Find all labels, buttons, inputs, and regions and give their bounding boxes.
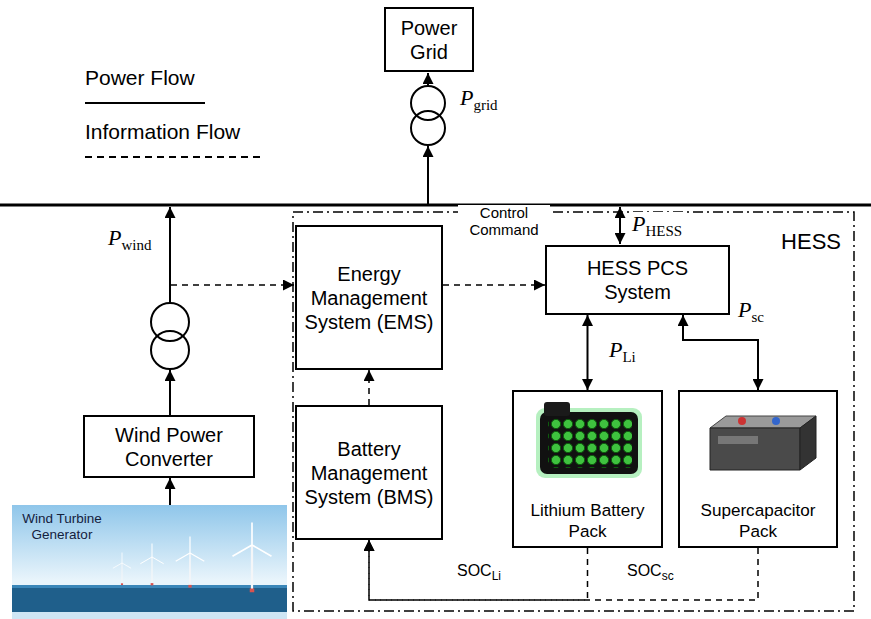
power-flow-arrow [683,315,758,390]
power-symbol: PHESS [630,212,684,240]
box-label: Power Grid [390,16,468,64]
grid-transformer [411,73,445,204]
information-flow-arrow [369,540,758,600]
battery-illustration [514,394,661,490]
box-label: Lithium Battery Pack [518,501,657,542]
component-box: HESS PCS System [545,245,730,315]
legend-dashed-line [85,156,265,158]
component-box: Supercapacitor Pack [678,390,838,548]
edge-label: PLi [607,338,638,366]
box-label: Energy Management System (EMS) [301,262,437,334]
edge-label: Control Command [458,205,550,238]
legend-text: Power Flow [85,66,195,90]
box-label: Supercapacitor Pack [684,501,832,542]
supercapacitor-illustration [680,394,836,490]
wind-transformer [151,207,189,415]
wind-info-line [171,284,294,286]
legend-text: Information Flow [85,120,240,144]
edge-label: SOCsc [625,562,676,583]
box-label: HESS [781,229,841,255]
box-label: Wind Power Converter [89,423,249,471]
box-label: HESS PCS System [551,256,724,304]
component-box: Lithium Battery Pack [512,390,663,548]
power-symbol: Pwind [106,226,153,254]
edge-label: SOCLi [455,562,503,583]
power-bus [0,204,871,207]
power-flow-arrow [587,315,589,390]
information-flow-arrow [443,284,545,286]
component-box: Wind Power Converter [83,415,255,478]
box-label: Battery Management System (BMS) [301,437,437,509]
information-flow-arrow [368,370,370,405]
component-box: Wind Turbine Generator [12,505,287,619]
box-label: Wind Turbine Generator [16,511,108,542]
edge-label: Psc [736,298,766,326]
component-box: Battery Management System (BMS) [295,405,443,540]
power-flow-arrow [169,478,171,505]
power-symbol: Pgrid [458,86,500,114]
component-box: Power Grid [384,7,474,72]
legend-solid-line [85,102,205,104]
information-flow-arrow [369,540,588,600]
component-box: Energy Management System (EMS) [295,225,443,370]
system-region: HESS Energy Management System (EMS) Batter… [292,211,855,612]
